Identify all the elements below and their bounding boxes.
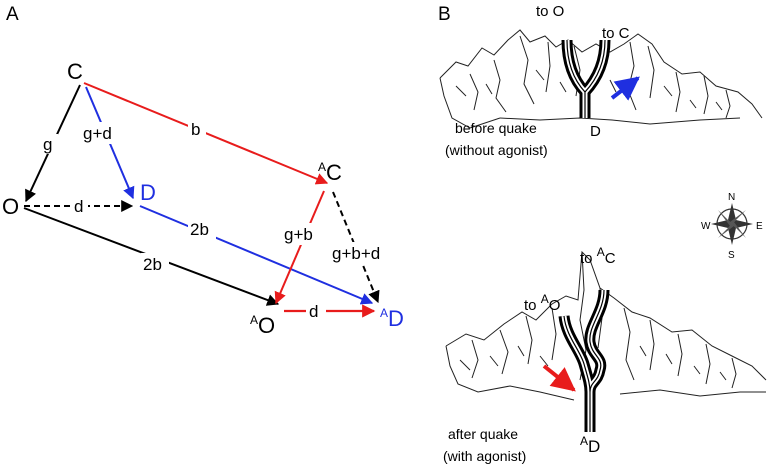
compass-s: S <box>728 250 735 261</box>
compass-n: N <box>728 192 735 203</box>
label-ad-after: AD <box>580 434 600 456</box>
edge-label-b: b <box>191 120 200 139</box>
mountains-before-quake <box>439 29 763 129</box>
node-c: C <box>67 59 83 84</box>
edge-ac-to-ao-g-plus-b <box>274 190 325 305</box>
edge-label-2b-black: 2b <box>143 255 162 274</box>
edge-label-g-plus-b: g+b <box>284 225 313 244</box>
node-ac: AC <box>318 160 342 185</box>
caption-before-quake-line2: (without agonist) <box>445 142 548 158</box>
edge-label-d-dashed: d <box>74 197 83 216</box>
label-to-ac: to AC <box>580 245 616 267</box>
node-ad: AD <box>380 306 404 331</box>
compass-rose-icon: N S E W <box>701 192 763 261</box>
edge-label-g: g <box>43 135 52 154</box>
edge-label-2b-blue: 2b <box>190 220 209 239</box>
panel-b: B to O to C D before quake (wi <box>438 3 767 464</box>
label-to-o: to O <box>536 3 564 20</box>
caption-before-quake-line1: before quake <box>455 120 537 136</box>
edge-label-d-red: d <box>309 302 318 321</box>
blue-arrow-before-quake <box>610 76 640 101</box>
caption-after-quake-line2: (with agonist) <box>443 448 526 464</box>
mountains-after-quake <box>445 250 767 401</box>
edge-label-g-plus-d: g+d <box>83 124 112 143</box>
panel-b-label: B <box>438 4 451 25</box>
node-ao: AO <box>250 313 275 338</box>
pathway-after-quake <box>558 289 610 432</box>
label-to-c: to C <box>602 25 630 42</box>
label-to-ao: to AO <box>524 292 560 314</box>
caption-after-quake-line1: after quake <box>448 426 518 442</box>
compass-e: E <box>756 221 763 232</box>
pathway-before-quake <box>561 39 611 118</box>
compass-w: W <box>701 221 711 232</box>
panel-a: A C O D AC AO AD g g+d b d 2b 2b g+b g+b… <box>2 4 404 338</box>
edge-d-to-ad-2b <box>139 205 374 305</box>
node-o: O <box>2 194 19 219</box>
node-d: D <box>140 180 156 205</box>
label-d-before: D <box>590 123 601 140</box>
edge-label-g-plus-b-plus-d: g+b+d <box>332 244 380 263</box>
red-arrow-after-quake <box>542 364 576 392</box>
panel-a-label: A <box>6 4 19 25</box>
